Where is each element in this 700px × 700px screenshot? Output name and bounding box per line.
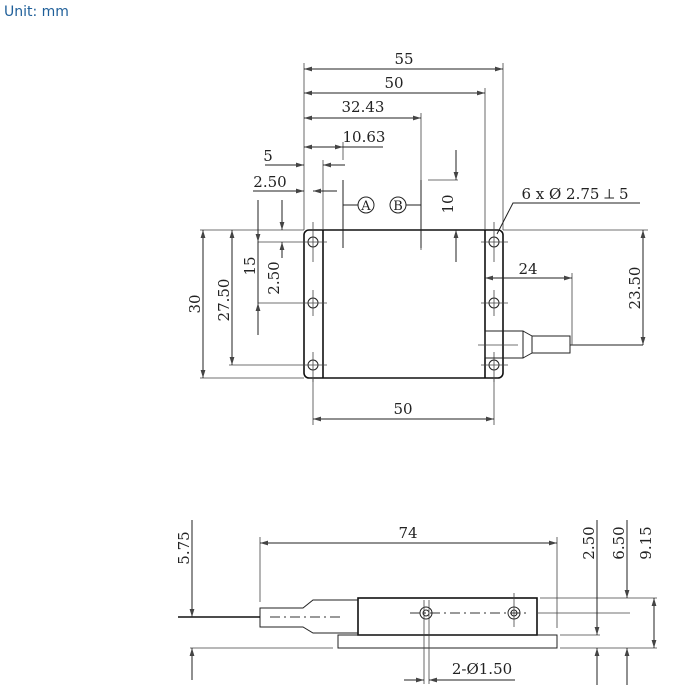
datum-b-marker: [389, 196, 407, 214]
dim-27-50: 27.50: [215, 279, 233, 322]
module-body: [357, 597, 538, 636]
dim-6-50: 6.50: [610, 526, 628, 559]
datum-a-label: A: [360, 199, 371, 214]
hole-note: 6 x Ø 2.75 ⟂ 5: [521, 185, 628, 203]
unit-label: Unit: mm: [4, 4, 69, 20]
mounting-holes: [300, 222, 508, 382]
dim-23-50: 23.50: [626, 267, 644, 310]
base-plate: [337, 634, 558, 649]
dim-2-50-base: 2.50: [580, 526, 598, 559]
dim-2-50-inset: 2.50: [253, 173, 286, 191]
dim-55: 55: [394, 50, 413, 68]
dim-10-63: 10.63: [343, 128, 386, 146]
dim-5-75: 5.75: [175, 531, 193, 564]
datum-b-label: B: [393, 199, 403, 214]
dim-9-15: 9.15: [637, 526, 655, 559]
dim-5: 5: [263, 147, 273, 165]
side-hole-note: 2-Ø1.50: [452, 660, 512, 678]
dim-30: 30: [186, 294, 204, 313]
dim-50-body: 50: [384, 74, 403, 92]
side-view: 74 5.75 2.50 6.50 9.15 2-Ø1.50: [175, 520, 657, 685]
dim-74: 74: [398, 524, 417, 542]
dim-32-43: 32.43: [342, 98, 385, 116]
dim-15: 15: [241, 256, 259, 275]
datum-a-marker: [357, 196, 375, 214]
dim-2-50-top: 2.50: [265, 261, 283, 294]
dim-10: 10: [439, 194, 457, 213]
mounting-plate: [303, 229, 504, 379]
fiber-pigtail: [478, 330, 643, 359]
dim-24: 24: [518, 260, 537, 278]
top-view: A B 55 50 32.43 10.63 5 2.50 6 x Ø 2.75 …: [186, 50, 648, 425]
dim-50-holes: 50: [393, 400, 412, 418]
